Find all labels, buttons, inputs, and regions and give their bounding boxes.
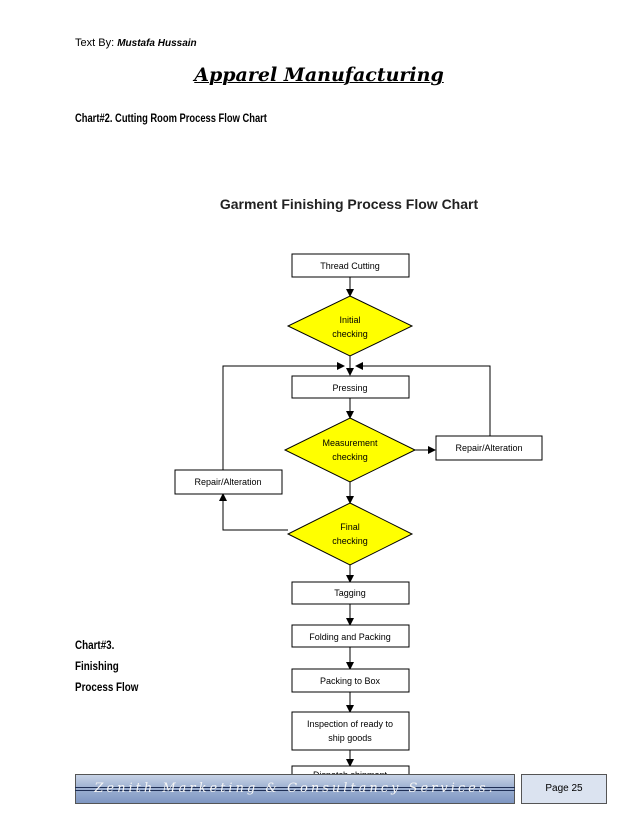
chart3-caption: Chart#3. Finishing Process Flow [75,635,138,698]
node-label: checking [332,329,368,339]
chart3-caption-line: Chart#3. [75,638,115,652]
chart3-caption-line: Process Flow [75,680,139,694]
connector [355,362,491,438]
node-measurement-checking: Measurement checking [283,417,417,483]
node-initial-checking: Initial checking [286,295,414,357]
chart2-caption: Chart#2. Cutting Room Process Flow Chart [75,111,267,125]
connector [219,493,288,531]
node-label: Pressing [332,383,367,393]
node-label: Repair/Alteration [194,477,261,487]
page-footer: Zenith Marketing & Consultancy Services.… [75,774,610,804]
page-header: Text By: Mustafa Hussain [75,37,197,49]
node-label: Final [340,522,360,532]
node-final-checking: Final checking [286,502,414,566]
node-repair-right: Repair/Alteration [435,435,543,461]
node-repair-left: Repair/Alteration [174,469,283,495]
node-label: ship goods [328,733,372,743]
node-label: Tagging [334,588,366,598]
node-tagging: Tagging [291,581,410,605]
node-label: Thread Cutting [320,261,380,271]
node-thread-cutting: Thread Cutting [291,253,410,278]
footer-company: Zenith Marketing & Consultancy Services. [94,781,496,796]
header-author: Mustafa Hussain [117,38,197,49]
node-label: Initial [339,315,360,325]
header-prefix: Text By: [75,37,115,49]
document-title: Apparel Manufacturing [194,64,444,86]
connector [222,362,345,470]
node-label: Measurement [322,438,378,448]
node-pressing: Pressing [291,375,410,399]
page-number: Page 25 [521,774,607,804]
footer-rule [75,787,515,791]
node-packing-box: Packing to Box [291,668,410,693]
node-label: checking [332,452,368,462]
node-label: Inspection of ready to [307,719,393,729]
chart3-caption-line: Finishing [75,659,119,673]
node-label: checking [332,536,368,546]
node-folding-packing: Folding and Packing [291,624,410,648]
flowchart-title: Garment Finishing Process Flow Chart [220,196,479,212]
node-label: Repair/Alteration [455,443,522,453]
node-label: Packing to Box [320,676,381,686]
node-inspection: Inspection of ready to ship goods [291,711,410,751]
footer-band [75,774,515,804]
node-label: Folding and Packing [309,632,391,642]
